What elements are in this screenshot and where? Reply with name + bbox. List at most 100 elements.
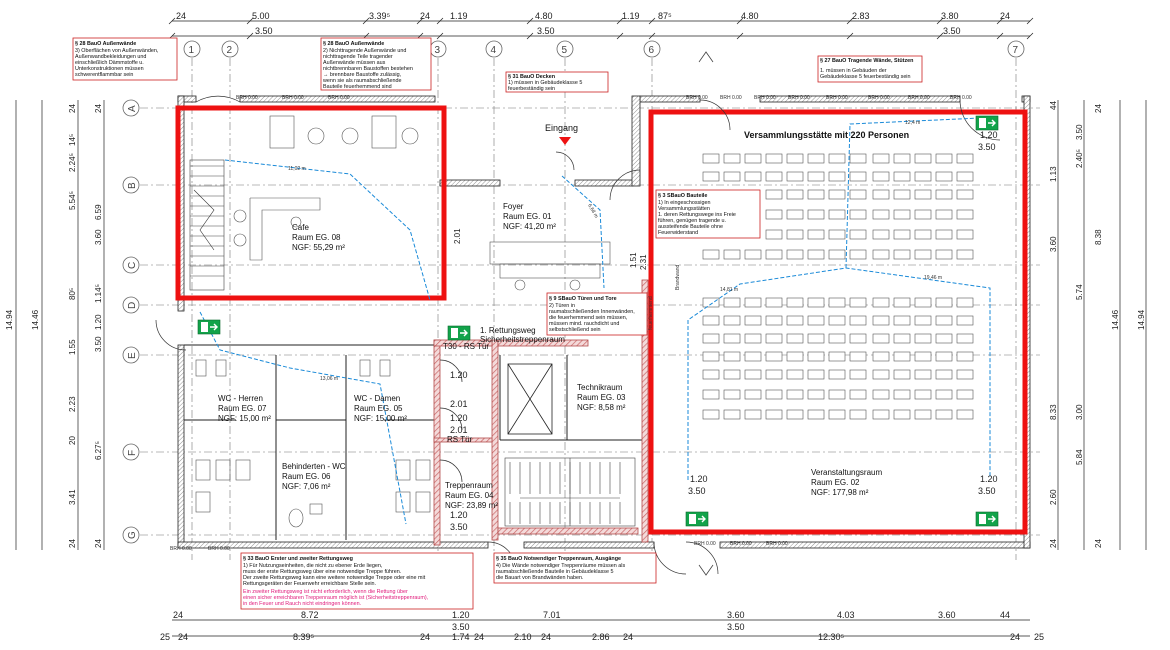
path-length-6: 12,4 m (905, 120, 920, 126)
dim-rb-1: 1.13 (1049, 166, 1058, 182)
label-d350-c: 3.50 (450, 522, 468, 532)
seat (935, 171, 953, 182)
room-wc-herren-name: WC - Herren (218, 394, 263, 403)
seat (849, 249, 867, 260)
seat (849, 369, 867, 380)
note-28b-title: § 28 BauO Außenwände (323, 41, 384, 47)
label-eingang: Eingang (545, 123, 578, 133)
seat (807, 409, 825, 420)
seat (956, 153, 974, 164)
note-33r-l0: 1) Für Nutzungseinheiten, die nicht zu e… (243, 563, 383, 569)
seat (893, 171, 911, 182)
label-d350-door: 3.50 (978, 142, 996, 152)
seat (723, 171, 741, 182)
seat (872, 369, 890, 380)
dimension-labels-bottom: 24 8.72 1.20 7.01 3.60 4.03 3.60 44 3.50… (160, 610, 1044, 642)
axis-col-2: 2 (227, 45, 233, 56)
brh-label: BRH 0.00 (908, 95, 930, 101)
dim-bot3-11: 24 (1010, 632, 1020, 642)
note-35-title: § 35 BauO Notwendiger Treppenraum, Ausgä… (496, 556, 621, 562)
dim-bot-5: 4.03 (837, 610, 855, 620)
note-33-l4: aussteifende Bauteile ohne (658, 224, 723, 230)
seat (702, 389, 720, 400)
seat (723, 409, 741, 420)
seat (872, 333, 890, 344)
note-28b-l2: Außenwände müssen aus (323, 60, 386, 66)
path-length-1: 11,02 m (288, 166, 306, 172)
label-d120-a: 1.20 (450, 370, 468, 380)
inner-walls (184, 344, 648, 540)
seat (765, 209, 783, 220)
note-31-l1: feuerbeständig sein (508, 86, 555, 92)
note-9-l2: die feuerhemmend sein müssen, (549, 315, 628, 321)
dim-top-11: 24 (1000, 11, 1010, 21)
axis-markers-columns: 1 2 3 4 5 6 7 (183, 40, 1025, 58)
note-9-l1: raumabschließenden Innenwänden, (549, 309, 635, 315)
axis-col-7: 7 (1013, 45, 1019, 56)
room-treppenraum: Treppenraum Raum EG. 04 NGF: 23,89 m² (445, 481, 498, 510)
seat (893, 209, 911, 220)
seat (935, 315, 953, 326)
label-assembly-title: Versammlungsstätte mit 220 Personen (744, 130, 909, 140)
note-33-l2: 1. deren Rettungswege ins Freie (658, 212, 736, 218)
note-3-sbauo: § 3 SBauO Bauteile 1) In eingeschossigen… (655, 189, 761, 239)
brh-label: BRH 0.00 (694, 541, 716, 547)
seat (807, 171, 825, 182)
note-28a-l0: 3) Oberflächen von Außenwänden, (75, 48, 159, 54)
axis-row-d: D (127, 302, 138, 309)
axis-row-c: C (127, 262, 138, 269)
seat (935, 409, 953, 420)
note-33-l0: 1) In eingeschossigen (658, 200, 710, 206)
room-behinderten-wc-name: Behinderten - WC (282, 462, 346, 471)
seat (786, 249, 804, 260)
dim-bot3-8: 2.86 (592, 632, 610, 642)
seat (807, 315, 825, 326)
axis-row-e: E (127, 352, 138, 359)
seat (914, 409, 932, 420)
brh-label: BRH 0.00 (170, 546, 192, 552)
brh-label: BRH 0.00 (208, 546, 230, 552)
seat (935, 333, 953, 344)
seat (914, 229, 932, 240)
label-fire-wall-2: Brandwand (675, 264, 681, 290)
dim-bot3-7: 24 (541, 632, 551, 642)
seat (807, 153, 825, 164)
escape-paths (199, 117, 991, 525)
room-technikraum-ngf: NGF: 8,58 m² (577, 403, 626, 412)
seat (702, 153, 720, 164)
dim-bot3-10: 12.30⁵ (818, 632, 845, 642)
seat (786, 333, 804, 344)
cafe-stair (189, 159, 225, 291)
room-foyer-name: Foyer (503, 202, 524, 211)
seat (956, 209, 974, 220)
seat (786, 229, 804, 240)
fire-compartment-cafe (175, 105, 447, 301)
dimension-chain-left (15, 100, 105, 550)
seat (786, 171, 804, 182)
dim-ra-6: 8.33 (1049, 404, 1058, 420)
seat (914, 369, 932, 380)
seat (849, 153, 867, 164)
label-d201-foyer: 2.01 (453, 228, 462, 244)
wc-fixtures (195, 359, 431, 528)
seat (935, 153, 953, 164)
note-35-l1: raumabschließende Bauteile in Gebäudekla… (496, 569, 613, 575)
seat (956, 369, 974, 380)
dim-rb-2: 8.38 (1094, 229, 1103, 245)
room-foyer-ngf: NGF: 41,20 m² (503, 222, 556, 231)
seat (723, 333, 741, 344)
dim-bot3-3: 24 (420, 632, 430, 642)
seat (849, 189, 867, 200)
seat (807, 389, 825, 400)
seat (702, 369, 720, 380)
seat (914, 153, 932, 164)
seat (935, 249, 953, 260)
exit-sign-icon (685, 511, 709, 527)
fire-compartment-assembly (648, 109, 1028, 535)
seat (723, 315, 741, 326)
seat (849, 297, 867, 308)
dim-bot3-4: 1.74 (452, 632, 470, 642)
dim-top2-2: 3.50 (943, 26, 961, 36)
note-31: § 31 BauO Decken 1) müssen in Gebäudekla… (505, 71, 609, 93)
seat (935, 351, 953, 362)
